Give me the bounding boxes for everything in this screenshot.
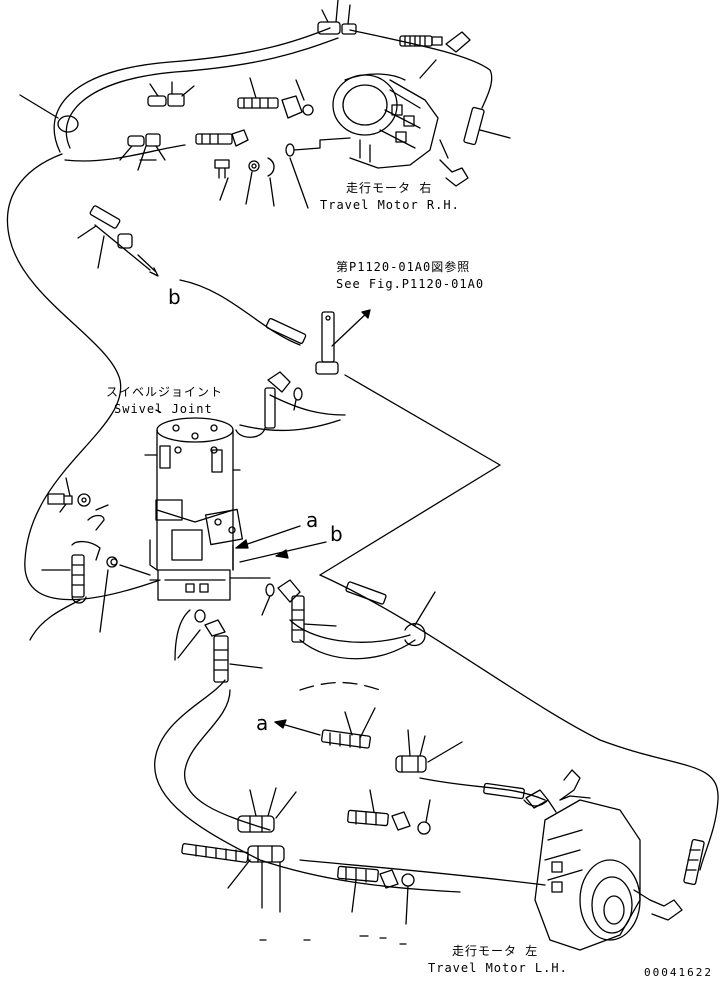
leader-lines [140,160,406,944]
ref-marker-b-upper: b [168,285,181,309]
top-fittings [20,0,470,276]
swivel-bottom-fittings [178,526,435,682]
ref-marker-a-lower: a [256,711,269,735]
travel-motor-rh [333,60,510,186]
hose-bracket [266,310,370,374]
main-hose-lines [7,28,718,892]
swivel-joint-label-en: Swivel Joint [114,402,213,416]
lower-fittings [182,708,556,924]
swivel-left-fittings [42,478,117,632]
travel-motor-rh-label-en: Travel Motor R.H. [320,198,460,212]
see-fig-label-en: See Fig.P1120-01A0 [336,277,485,291]
travel-motor-lh [524,770,704,950]
travel-motor-lh-label-en: Travel Motor L.H. [428,961,568,975]
ref-marker-a-upper: a [306,508,319,532]
travel-motor-lh-label-jp: 走行モータ 左 [452,944,539,958]
see-fig-label-jp: 第P1120-01A0図参照 [336,260,471,274]
drawing-number: 00041622 [644,966,713,979]
swivel-joint [107,372,302,600]
travel-motor-rh-label-jp: 走行モータ 右 [346,181,433,195]
ref-marker-b-lower: b [330,522,343,546]
swivel-joint-label-jp: スイベルジョイント [106,385,224,399]
